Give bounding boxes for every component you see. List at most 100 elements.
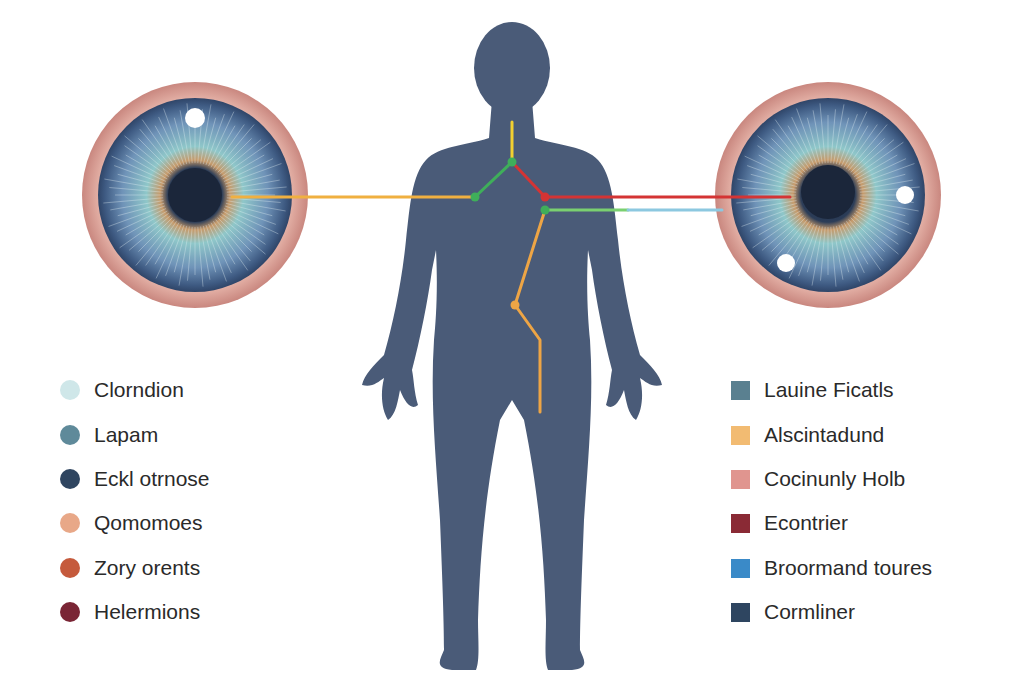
legend-entry: Lapam (60, 422, 158, 447)
iris-fiber (788, 126, 812, 168)
legend-swatch (731, 381, 750, 400)
iris-fiber (828, 115, 829, 163)
iris-fiber (836, 226, 848, 272)
iris-fiber (126, 211, 168, 235)
iris-fiber (224, 159, 273, 182)
iris-fiber (758, 136, 804, 175)
iris-fiber (227, 195, 275, 196)
legend-swatch (60, 513, 80, 533)
iris-fiber (125, 136, 171, 175)
legend-entry: Eckl otrnose (60, 466, 210, 491)
iris-fiber (117, 209, 166, 232)
legend-swatch (60, 602, 80, 622)
iris-fiber (751, 174, 797, 186)
iris-fiber (136, 220, 175, 266)
iris-fiber (209, 224, 232, 273)
iris-fiber (174, 226, 186, 272)
iris-fiber (750, 209, 799, 232)
legend-label: Econtrier (764, 510, 848, 535)
iris-fiber (146, 221, 177, 265)
iris-fiber (736, 198, 796, 203)
iris-fiber (226, 203, 272, 215)
legend-entry: Alscintadund (731, 422, 884, 447)
legend-swatch (60, 558, 80, 578)
iris-fiber (854, 213, 898, 244)
iris-fiber (125, 146, 169, 177)
iris-fiber (220, 216, 266, 255)
iris-fiber (807, 226, 819, 272)
leader-lines (232, 122, 790, 412)
legend-label: Cormliner (764, 599, 855, 624)
iris-fiber (836, 118, 848, 164)
iris-fiber (118, 174, 164, 186)
iris-fiber (751, 203, 797, 215)
legend-swatch (731, 514, 750, 533)
iris-fiber (857, 159, 906, 182)
iris-fiber (758, 146, 802, 177)
legend-label: Clorndion (94, 377, 184, 402)
iris-fiber (216, 125, 255, 171)
iris-fiber (223, 155, 265, 179)
legend-swatch (731, 559, 750, 578)
legend-label: Helermions (94, 599, 200, 624)
iris-fiber (118, 203, 164, 215)
legend-label: Lauine Ficatls (764, 377, 894, 402)
legend-label: Eckl otrnose (94, 466, 210, 491)
legend-label: Cocinunly Holb (764, 466, 905, 491)
junction-dots (471, 158, 550, 310)
iris-fiber (203, 226, 215, 272)
iris-fiber (846, 125, 877, 169)
iris-fiber (103, 198, 163, 203)
legend-entry: Cormliner (731, 599, 855, 624)
legend-label: Alscintadund (764, 422, 884, 447)
iris-fiber (849, 125, 888, 171)
iris-fiber (792, 117, 815, 166)
iris-fiber (198, 227, 203, 287)
iris-fiber (226, 174, 272, 186)
iris-fiber (155, 126, 179, 168)
legend-entry: Cocinunly Holb (731, 466, 905, 491)
legend-swatch (60, 469, 80, 489)
iris-fiber (227, 187, 287, 192)
iris-fiber (748, 195, 796, 196)
iris-fiber (853, 216, 899, 255)
iris-fiber (828, 227, 829, 275)
iris-fiber (859, 203, 905, 215)
iris-fiber (174, 118, 186, 164)
legend-swatch (731, 470, 750, 489)
legend-entry: Qomomoes (60, 510, 203, 535)
iris-fiber (842, 224, 865, 273)
iris-fiber (759, 211, 801, 235)
right-iris (715, 82, 941, 308)
legend-swatch (60, 380, 80, 400)
legend-label: Qomomoes (94, 510, 203, 535)
legend-entry: Helermions (60, 599, 200, 624)
legend-entry: Econtrier (731, 510, 848, 535)
human-silhouette (362, 22, 662, 670)
legend-entry: Zory orents (60, 555, 200, 580)
iris-fiber (211, 223, 235, 265)
legend-label: Zory orents (94, 555, 200, 580)
iris-fiber (115, 195, 163, 196)
legend-entry: Broormand toures (731, 555, 932, 580)
legend-label: Broormand toures (764, 555, 932, 580)
iris-fiber (221, 213, 265, 244)
iris-fiber (159, 117, 182, 166)
left-iris (82, 82, 308, 308)
iris-fiber (859, 174, 905, 186)
legend-entry: Clorndion (60, 377, 184, 402)
iris-fiber (807, 118, 819, 164)
iris-fiber (844, 223, 868, 265)
iris-fiber (856, 155, 898, 179)
iris-fiber (213, 125, 244, 169)
iris-fiber (820, 103, 825, 163)
legend-entry: Lauine Ficatls (731, 377, 894, 402)
legend-swatch (60, 425, 80, 445)
iris-fiber (203, 118, 215, 164)
legend-swatch (731, 603, 750, 622)
iris-fiber (831, 227, 836, 287)
legend-label: Lapam (94, 422, 158, 447)
iris-fiber (195, 227, 196, 275)
legend-swatch (731, 426, 750, 445)
